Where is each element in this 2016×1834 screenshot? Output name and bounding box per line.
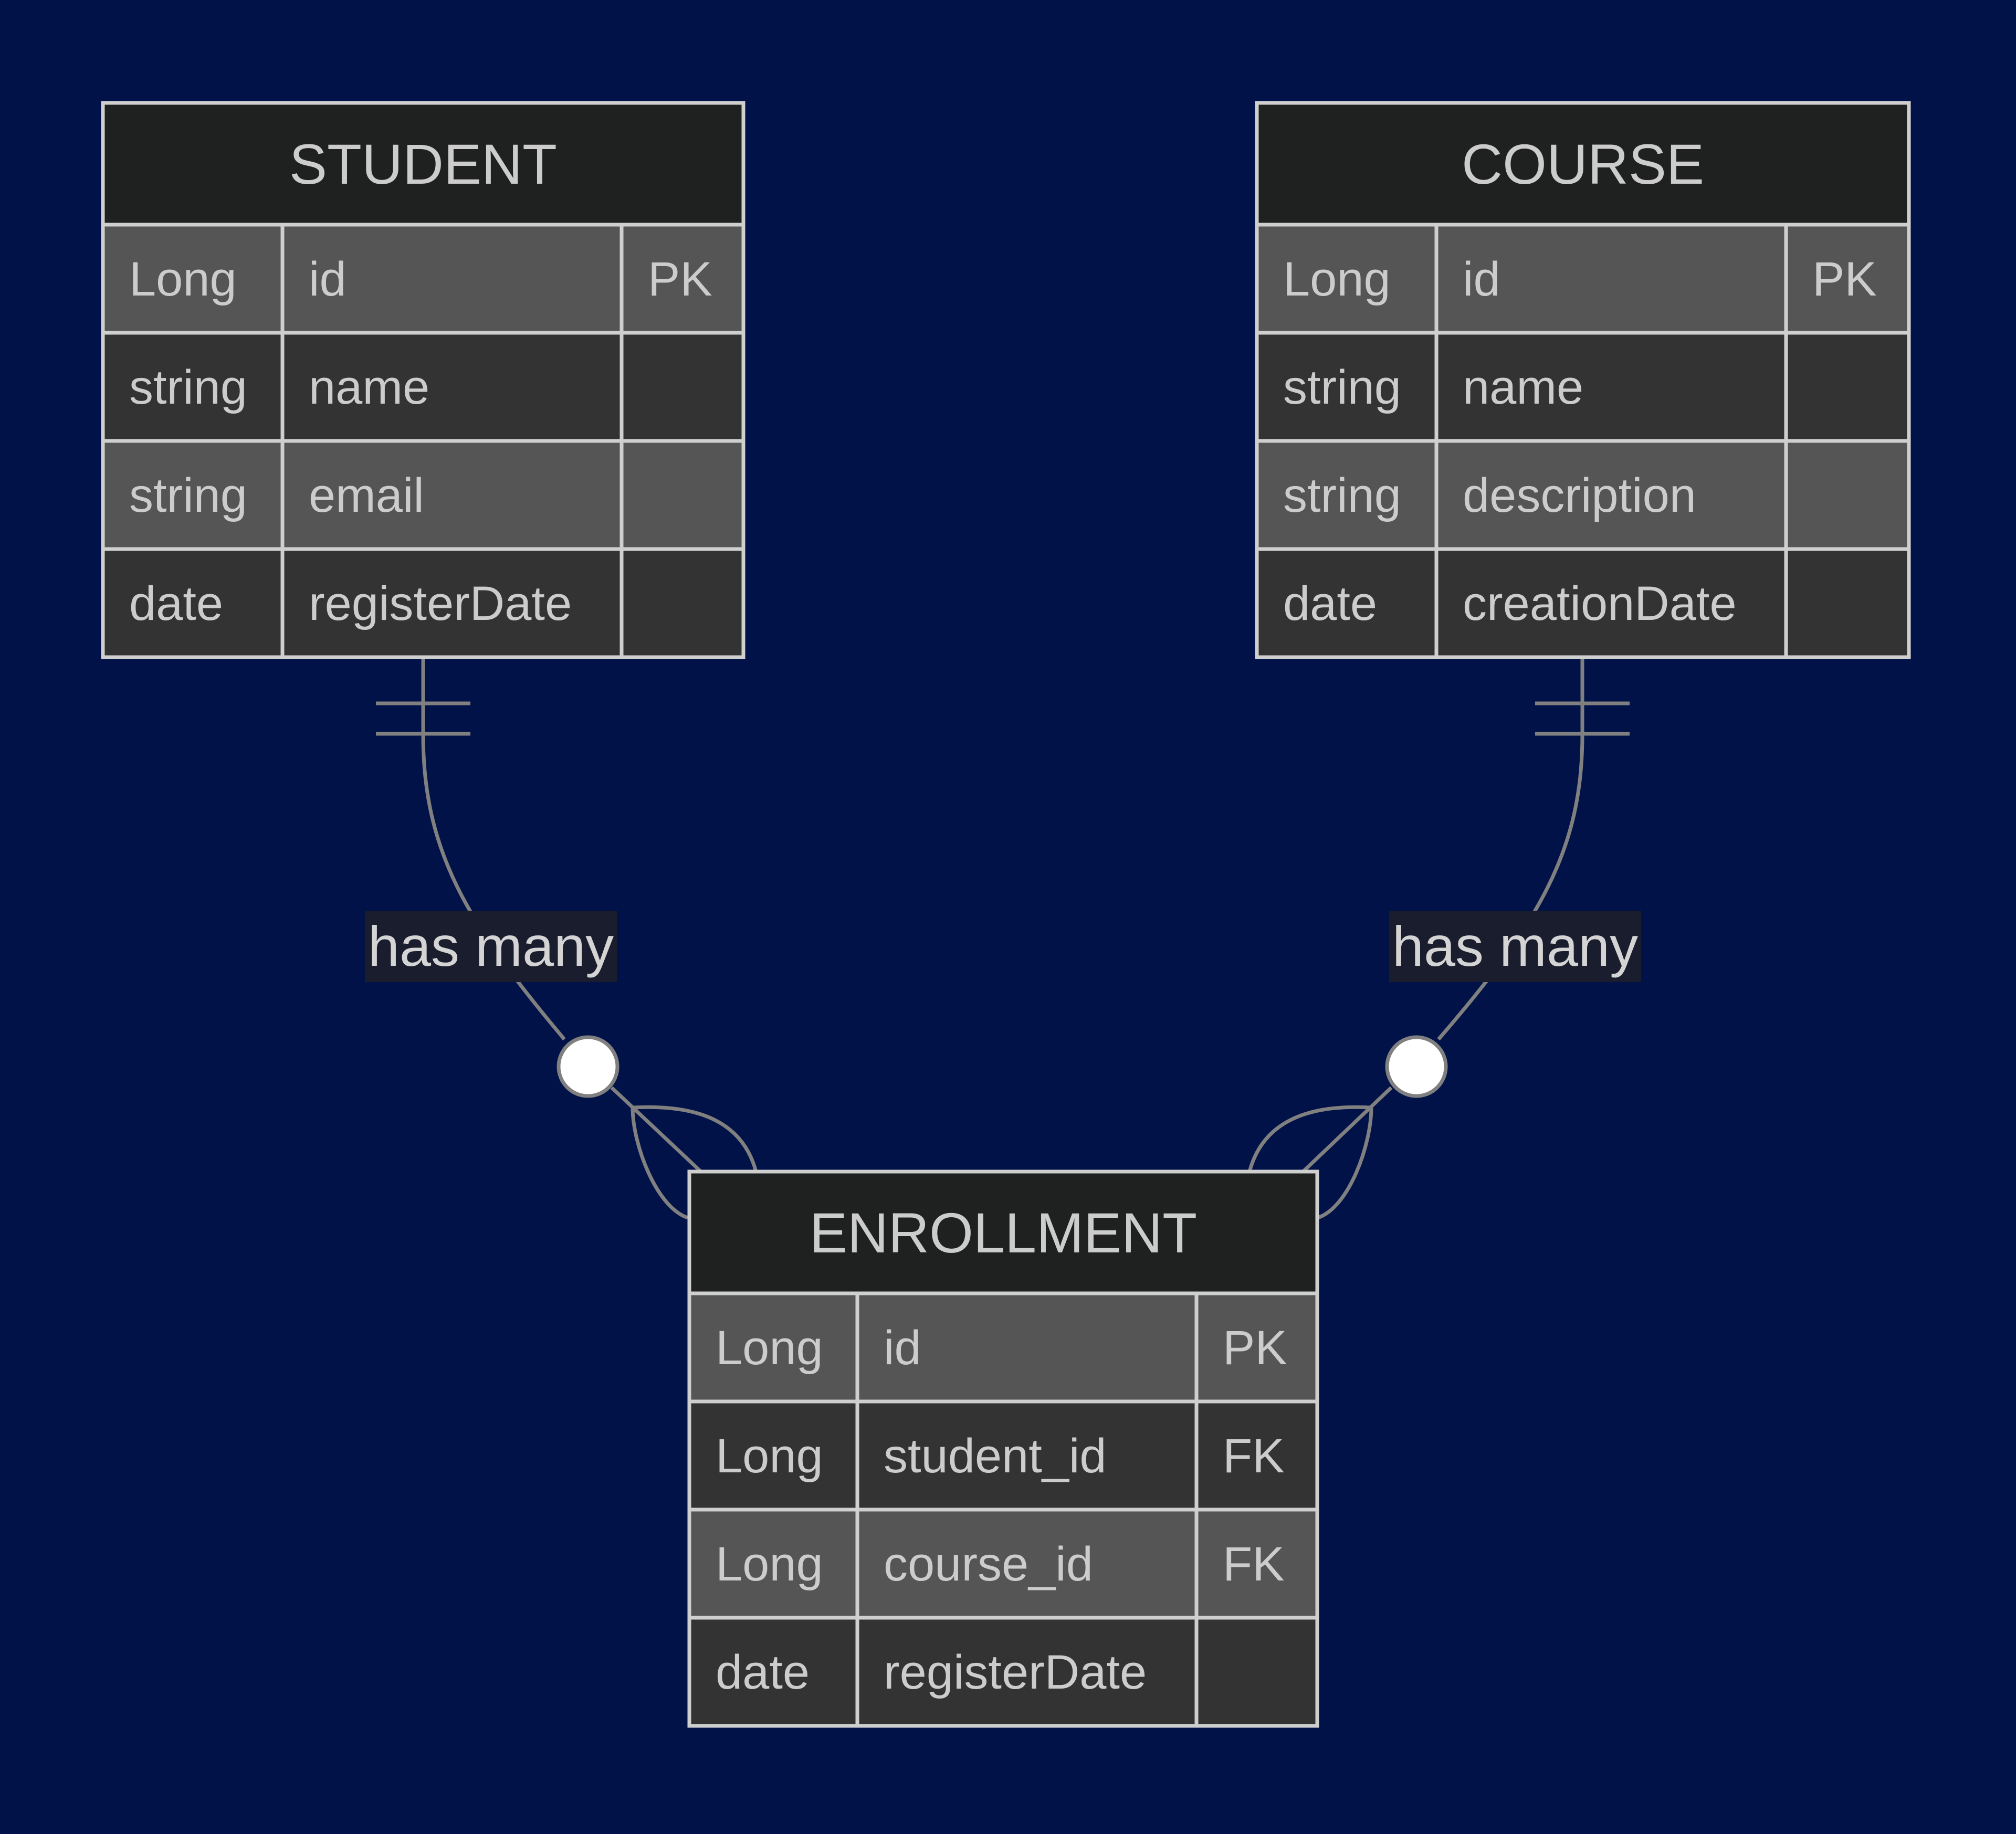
entity-title: COURSE bbox=[1462, 132, 1704, 196]
attribute-row: Long id PK bbox=[1255, 223, 1911, 335]
attribute-key-cell bbox=[620, 223, 746, 335]
cardinality-many-crowfoot bbox=[1317, 1107, 1373, 1220]
attribute-name-cell bbox=[280, 439, 624, 551]
attribute-row: Long course_id FK bbox=[687, 1508, 1319, 1620]
attribute-name: registerDate bbox=[309, 577, 572, 630]
entity-border bbox=[687, 1169, 1319, 1728]
attribute-key: PK bbox=[648, 252, 712, 306]
attribute-type: Long bbox=[129, 252, 237, 306]
entity-border bbox=[1255, 101, 1911, 659]
label-background bbox=[364, 911, 617, 982]
attribute-row: string name bbox=[101, 331, 746, 443]
attribute-name: id bbox=[884, 1321, 921, 1375]
attribute-key-cell bbox=[620, 547, 746, 659]
attribute-type: string bbox=[129, 361, 247, 414]
attribute-row: string description bbox=[1255, 439, 1911, 551]
attribute-type: date bbox=[716, 1646, 810, 1699]
attribute-row: Long id PK bbox=[101, 223, 746, 335]
attribute-key-cell bbox=[620, 331, 746, 443]
attribute-row: date registerDate bbox=[687, 1616, 1319, 1728]
attribute-name: description bbox=[1463, 469, 1696, 522]
attribute-key-cell bbox=[1194, 1399, 1319, 1512]
attribute-type: Long bbox=[716, 1429, 823, 1483]
cardinality-zero-circle bbox=[556, 1035, 620, 1098]
attribute-type: string bbox=[1283, 361, 1401, 414]
attribute-type: string bbox=[129, 469, 247, 522]
entity-course[interactable]: COURSE Long id PK string name string descriptio… bbox=[1255, 101, 1911, 659]
cardinality-many-crowfoot bbox=[631, 1107, 689, 1220]
attribute-name: course_id bbox=[884, 1537, 1093, 1591]
relationship-label: has many bbox=[1389, 911, 1642, 982]
attribute-name: creationDate bbox=[1463, 577, 1737, 630]
attribute-type: string bbox=[1283, 469, 1401, 522]
attribute-name-cell bbox=[1434, 223, 1788, 335]
attribute-name-cell bbox=[280, 547, 624, 659]
attribute-name: email bbox=[309, 469, 424, 522]
attribute-key-cell bbox=[1194, 1616, 1319, 1728]
attribute-name-cell bbox=[1434, 439, 1788, 551]
attribute-type-cell bbox=[101, 223, 285, 335]
attribute-row: Long id PK bbox=[687, 1291, 1319, 1404]
cardinality-zero-circle bbox=[1385, 1035, 1448, 1098]
attribute-key-cell bbox=[1784, 223, 1911, 335]
attribute-name: id bbox=[309, 252, 346, 306]
attribute-key: PK bbox=[1223, 1321, 1287, 1375]
attribute-key: FK bbox=[1223, 1537, 1285, 1591]
cardinality-many-crowfoot bbox=[1247, 1105, 1372, 1172]
attribute-name: id bbox=[1463, 252, 1500, 306]
attribute-name-cell bbox=[1434, 331, 1788, 443]
attribute-name: name bbox=[1463, 361, 1583, 414]
relationship-labels: has many has many bbox=[364, 911, 1642, 982]
cardinality-many-crowfoot bbox=[610, 1086, 702, 1173]
attribute-type: Long bbox=[1283, 252, 1391, 306]
attribute-name-cell bbox=[855, 1291, 1199, 1404]
relationship-label: has many bbox=[364, 911, 617, 982]
cardinality-many-crowfoot bbox=[632, 1105, 758, 1172]
attribute-key: FK bbox=[1223, 1429, 1285, 1483]
relationship-label-text: has many bbox=[1392, 914, 1638, 978]
edge-line bbox=[1437, 658, 1584, 1041]
entity-student[interactable]: STUDENT Long id PK string name string email date… bbox=[101, 101, 746, 659]
attribute-name: name bbox=[309, 361, 429, 414]
attribute-type: date bbox=[129, 577, 223, 630]
entity-title: ENROLLMENT bbox=[810, 1201, 1197, 1264]
attribute-key-cell bbox=[1784, 331, 1911, 443]
edge-line bbox=[421, 658, 566, 1041]
attribute-row: date creationDate bbox=[1255, 547, 1911, 659]
entity-border bbox=[101, 101, 746, 659]
attribute-row: string email bbox=[101, 439, 746, 551]
attribute-row: Long student_id FK bbox=[687, 1399, 1319, 1512]
relationship-edges bbox=[376, 658, 1630, 1220]
attribute-name: registerDate bbox=[884, 1646, 1147, 1699]
attribute-type-cell bbox=[687, 1399, 859, 1512]
entity-title: STUDENT bbox=[289, 132, 557, 196]
relationship-edge-student-enrollment bbox=[376, 658, 758, 1220]
attribute-type: date bbox=[1283, 577, 1377, 630]
attribute-key-cell bbox=[1784, 439, 1911, 551]
attribute-key-cell bbox=[620, 439, 746, 551]
attribute-key-cell bbox=[1784, 547, 1911, 659]
attribute-key: PK bbox=[1812, 252, 1877, 306]
attribute-name: student_id bbox=[884, 1429, 1107, 1483]
attribute-type-cell bbox=[101, 331, 285, 443]
attribute-name-cell bbox=[280, 223, 624, 335]
attribute-name-cell bbox=[1434, 547, 1788, 659]
label-background bbox=[1389, 911, 1642, 982]
relationship-label-text: has many bbox=[368, 914, 614, 978]
cardinality-many-crowfoot bbox=[1301, 1086, 1393, 1173]
attribute-type: Long bbox=[716, 1321, 823, 1375]
attribute-type-cell bbox=[687, 1291, 859, 1404]
relationship-edge-course-enrollment bbox=[1247, 658, 1630, 1220]
attribute-type-cell bbox=[1255, 439, 1438, 551]
attribute-row: date registerDate bbox=[101, 547, 746, 659]
attribute-type: Long bbox=[716, 1537, 823, 1591]
attribute-key-cell bbox=[1194, 1291, 1319, 1404]
attribute-row: string name bbox=[1255, 331, 1911, 443]
